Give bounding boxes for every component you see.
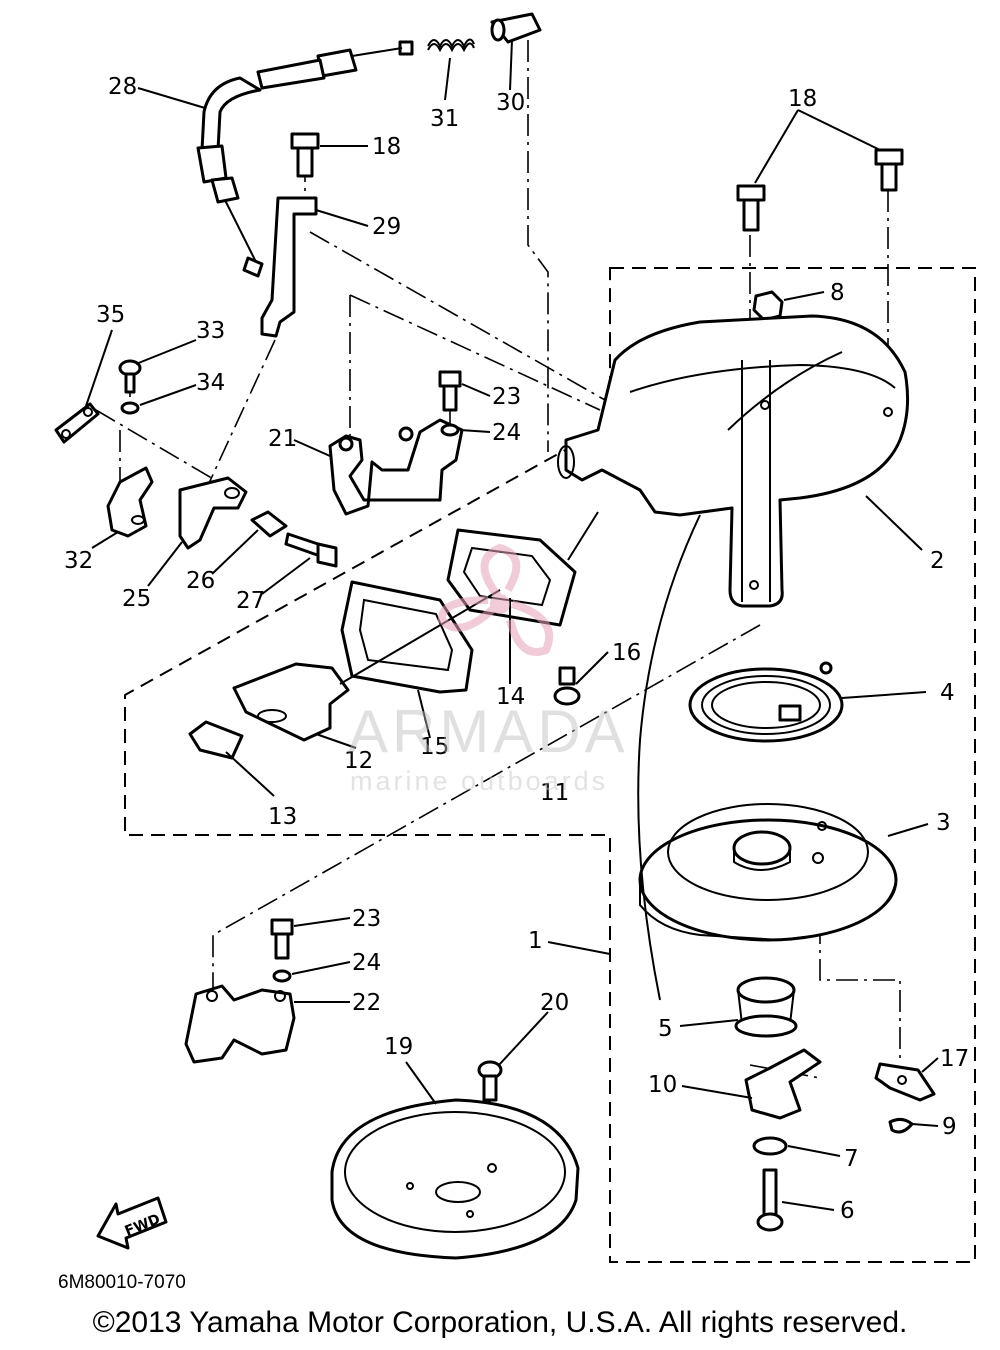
callout-15: 15 xyxy=(420,734,449,760)
copyright-notice: ©2013 Yamaha Motor Corporation, U.S.A. A… xyxy=(92,1306,908,1339)
callout-27: 27 xyxy=(236,588,265,614)
part-23-bolt-upper xyxy=(438,370,462,412)
callout-29: 29 xyxy=(372,214,401,240)
starter-rope xyxy=(637,514,701,1001)
callout-33: 33 xyxy=(196,318,225,344)
part-27-bolt xyxy=(284,532,338,568)
watermark-brand: ARMADA xyxy=(348,698,629,765)
assembly-boundary xyxy=(124,267,976,1263)
part-24-washer-lower xyxy=(272,969,292,983)
part-18-bolt-right-a xyxy=(736,184,766,232)
part-19-cover xyxy=(330,1098,580,1260)
part-34-washer xyxy=(120,401,140,415)
callout-28: 28 xyxy=(108,74,137,100)
callout-34: 34 xyxy=(196,370,225,396)
callout-17: 17 xyxy=(940,1046,969,1072)
callout-13: 13 xyxy=(268,804,297,830)
part-32-lever xyxy=(106,466,154,538)
callout-9: 9 xyxy=(942,1114,957,1140)
callout-6: 6 xyxy=(840,1198,855,1224)
part-5-bushing xyxy=(734,976,798,1038)
callout-22: 22 xyxy=(352,990,381,1016)
callout-20: 20 xyxy=(540,990,569,1016)
callout-1: 1 xyxy=(528,928,543,954)
watermark: ARMADA marine outboards xyxy=(348,543,629,796)
callout-26: 26 xyxy=(186,568,215,594)
callout-18-right: 18 xyxy=(788,86,817,112)
part-15-guide-frame xyxy=(340,580,474,694)
part-28-cable xyxy=(196,40,414,278)
callout-11: 11 xyxy=(540,780,569,806)
part-25-arm xyxy=(178,476,248,550)
part-20-screw xyxy=(477,1060,503,1102)
callout-23-lower: 23 xyxy=(352,906,381,932)
watermark-tagline: marine outboards xyxy=(350,766,608,796)
part-6-bolt xyxy=(756,1168,784,1232)
callout-8: 8 xyxy=(830,280,845,306)
callout-35: 35 xyxy=(96,302,125,328)
callout-25: 25 xyxy=(122,586,151,612)
part-17-plate xyxy=(874,1062,936,1102)
part-7-washer xyxy=(752,1136,788,1156)
part-18-bolt-right-b xyxy=(874,148,904,192)
callout-numbers: 28 31 30 18 29 18 8 35 33 34 23 24 21 32… xyxy=(64,74,969,1224)
part-10-pawl xyxy=(744,1048,822,1120)
part-3-drum xyxy=(638,803,898,942)
part-23-bolt-lower xyxy=(270,918,294,960)
callout-30: 30 xyxy=(496,90,525,116)
part-35-link xyxy=(54,402,100,444)
part-24-washer-upper xyxy=(440,423,460,437)
callout-10: 10 xyxy=(648,1072,677,1098)
part-33-screw xyxy=(118,359,142,394)
callout-24-lower: 24 xyxy=(352,950,381,976)
part-4-spring xyxy=(688,661,844,743)
part-26-collar xyxy=(250,510,288,538)
callout-19: 19 xyxy=(384,1034,413,1060)
propeller-logo xyxy=(438,543,554,656)
callout-18: 18 xyxy=(372,134,401,160)
callout-16: 16 xyxy=(612,640,641,666)
propeller-hub xyxy=(490,594,510,614)
part-2-starter-case xyxy=(557,314,910,608)
callout-3: 3 xyxy=(936,810,951,836)
callout-7: 7 xyxy=(844,1146,859,1172)
fwd-arrow-icon: FWD xyxy=(96,1196,168,1250)
callout-24-upper: 24 xyxy=(492,420,521,446)
part-16-screw xyxy=(553,666,581,706)
callout-31: 31 xyxy=(430,106,459,132)
part-18-bolt-left xyxy=(290,132,320,178)
part-9-clip xyxy=(888,1117,914,1134)
callout-5: 5 xyxy=(658,1016,673,1042)
part-13-insert xyxy=(188,720,244,760)
callout-12: 12 xyxy=(344,748,373,774)
part-30-cap xyxy=(490,12,542,44)
callout-14: 14 xyxy=(496,684,525,710)
leader-lines xyxy=(85,39,939,1211)
callout-2: 2 xyxy=(930,548,945,574)
diagram-code: 6M80010-7070 xyxy=(58,1272,186,1293)
part-22-bracket xyxy=(184,984,296,1064)
part-29-bracket xyxy=(260,196,318,338)
callout-21: 21 xyxy=(268,426,297,452)
part-31-spring xyxy=(427,38,475,53)
part-12-handle xyxy=(232,589,501,742)
callout-32: 32 xyxy=(64,548,93,574)
part-8-nut xyxy=(752,290,784,322)
callout-4: 4 xyxy=(940,680,955,706)
callout-23-upper: 23 xyxy=(492,384,521,410)
